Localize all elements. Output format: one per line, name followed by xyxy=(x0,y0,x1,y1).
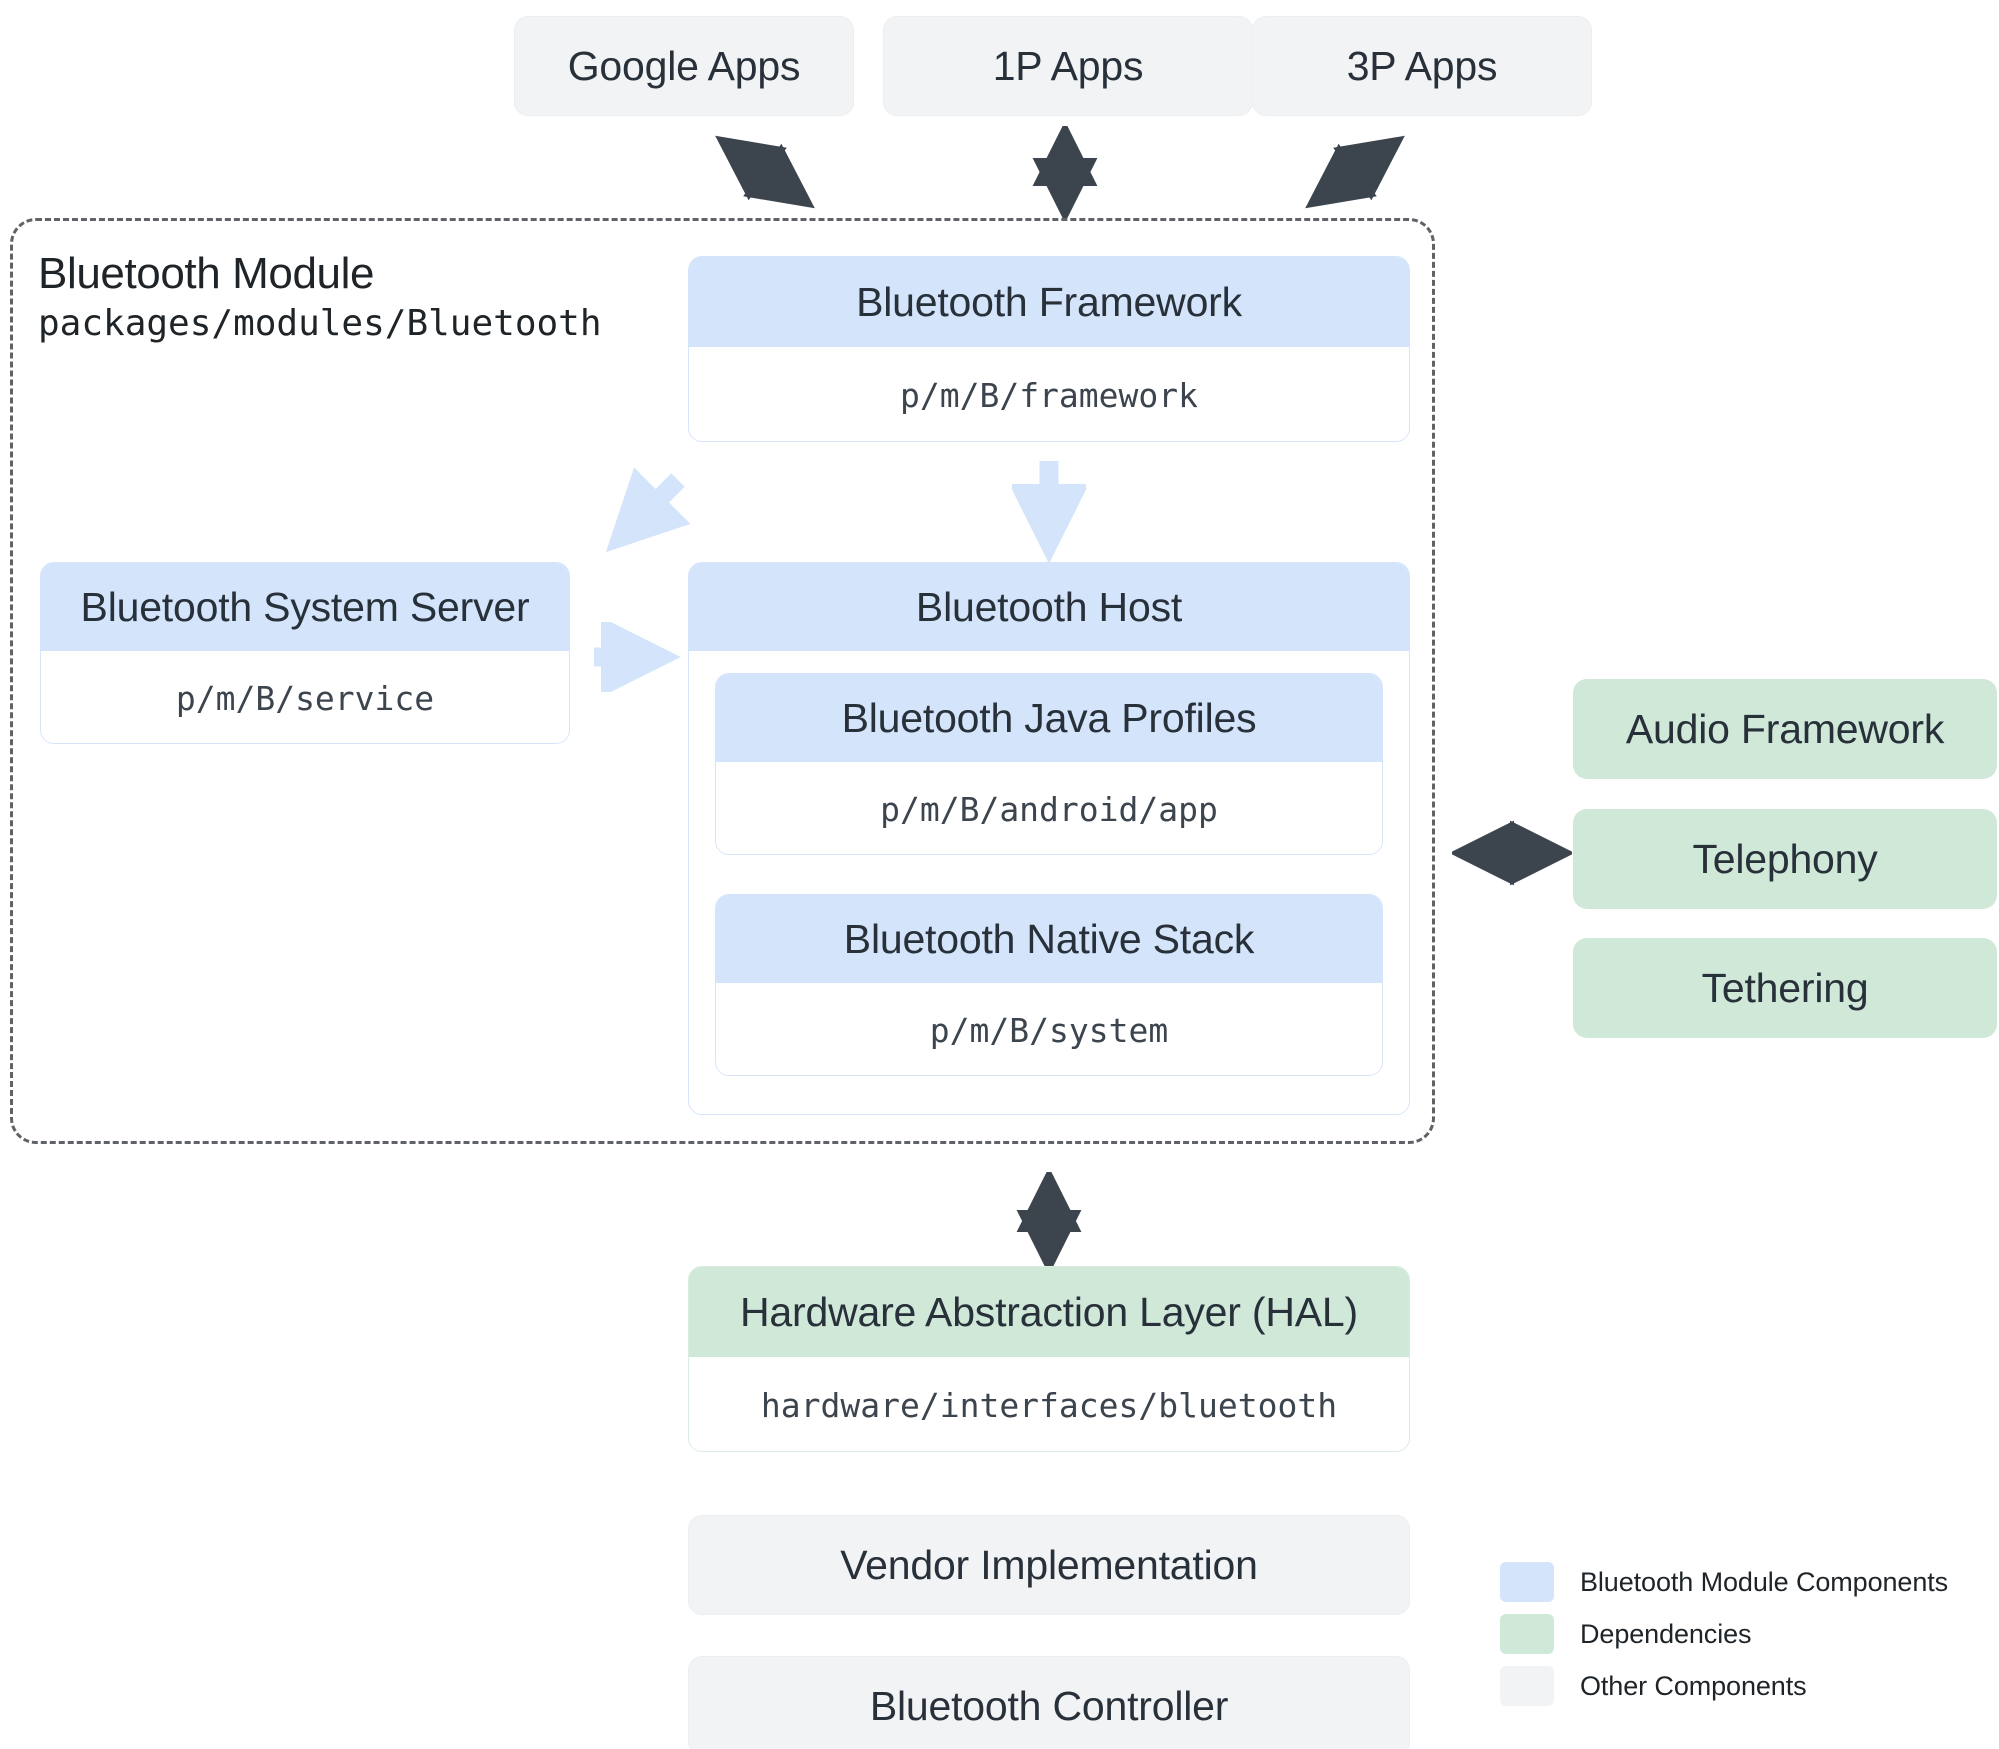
host-to-dependencies-arrow xyxy=(1452,820,1572,886)
bluetooth-system-server-card: Bluetooth System Server p/m/B/service xyxy=(40,562,570,744)
audio-framework-box: Audio Framework xyxy=(1573,679,1997,779)
bluetooth-module-title: Bluetooth Module xyxy=(38,249,375,298)
hal-card: Hardware Abstraction Layer (HAL) hardwar… xyxy=(688,1266,1410,1452)
google-apps-box: Google Apps xyxy=(514,16,854,116)
bluetooth-native-stack-title: Bluetooth Native Stack xyxy=(716,895,1382,983)
framework-to-system-server-arrow xyxy=(605,467,691,553)
bluetooth-java-profiles-path: p/m/B/android/app xyxy=(716,762,1382,854)
module-to-hal-arrow xyxy=(1016,1172,1082,1270)
3p-apps-arrow xyxy=(1305,135,1405,209)
legend-item-other-components: Other Components xyxy=(1500,1660,1970,1712)
bluetooth-native-stack-path: p/m/B/system xyxy=(716,983,1382,1075)
bluetooth-native-stack-card: Bluetooth Native Stack p/m/B/system xyxy=(715,894,1383,1076)
legend-item-dependencies: Dependencies xyxy=(1500,1608,1970,1660)
bluetooth-framework-card: Bluetooth Framework p/m/B/framework xyxy=(688,256,1410,442)
3p-apps-box: 3P Apps xyxy=(1252,16,1592,116)
legend-label-other-components: Other Components xyxy=(1580,1670,1807,1701)
legend-swatch-gray xyxy=(1500,1666,1554,1706)
system-server-to-host-arrow xyxy=(594,622,681,692)
hal-title: Hardware Abstraction Layer (HAL) xyxy=(689,1267,1409,1357)
legend-label-module-components: Bluetooth Module Components xyxy=(1580,1566,1949,1597)
bluetooth-framework-title: Bluetooth Framework xyxy=(689,257,1409,347)
legend-item-module-components: Bluetooth Module Components xyxy=(1500,1556,1970,1608)
vendor-implementation-box: Vendor Implementation xyxy=(688,1515,1410,1615)
legend-swatch-green xyxy=(1500,1614,1554,1654)
bluetooth-controller-box: Bluetooth Controller xyxy=(688,1656,1410,1749)
bluetooth-java-profiles-card: Bluetooth Java Profiles p/m/B/android/ap… xyxy=(715,673,1383,855)
legend-label-dependencies: Dependencies xyxy=(1580,1618,1752,1649)
bluetooth-system-server-path: p/m/B/service xyxy=(41,651,569,743)
framework-to-host-arrow xyxy=(1012,461,1086,564)
hal-path: hardware/interfaces/bluetooth xyxy=(689,1357,1409,1451)
telephony-box: Telephony xyxy=(1573,809,1997,909)
legend-swatch-blue xyxy=(1500,1562,1554,1602)
google-apps-arrow xyxy=(715,135,815,209)
bluetooth-module-path: packages/modules/Bluetooth xyxy=(38,303,602,344)
bluetooth-java-profiles-title: Bluetooth Java Profiles xyxy=(716,674,1382,762)
legend: Bluetooth Module Components Dependencies… xyxy=(1500,1556,1970,1712)
bluetooth-host-title: Bluetooth Host xyxy=(689,563,1409,651)
bluetooth-host-card: Bluetooth Host Bluetooth Java Profiles p… xyxy=(688,562,1410,1115)
bluetooth-framework-path: p/m/B/framework xyxy=(689,347,1409,441)
bluetooth-module-container xyxy=(10,218,1435,1144)
bluetooth-system-server-title: Bluetooth System Server xyxy=(41,563,569,651)
1p-apps-box: 1P Apps xyxy=(883,16,1253,116)
1p-apps-arrow xyxy=(1032,126,1098,218)
tethering-box: Tethering xyxy=(1573,938,1997,1038)
